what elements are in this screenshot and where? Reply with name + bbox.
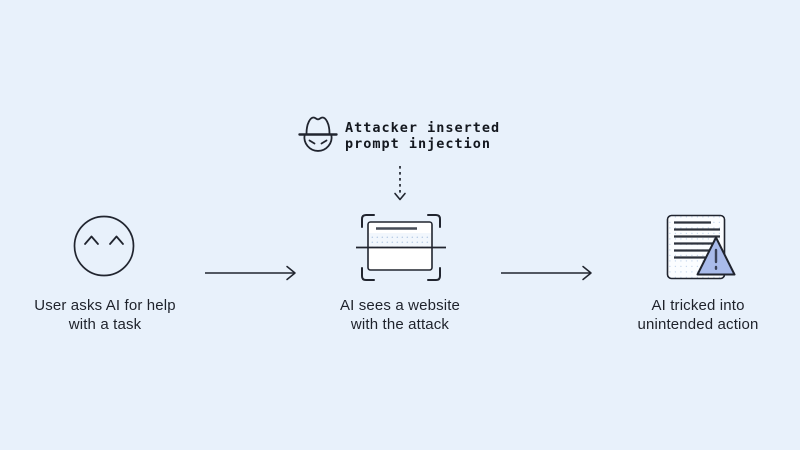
right-eye-caret: [109, 235, 124, 245]
left-eye-caret: [84, 235, 99, 245]
page-texture: [369, 233, 431, 247]
attacker-hat-face-icon: [298, 116, 338, 152]
scanned-website-icon: [356, 214, 446, 281]
left-angry-eye: [308, 139, 316, 145]
user-smiley-icon: [73, 215, 135, 277]
attacker-label-line1: Attacker inserted: [345, 120, 501, 136]
step-label-website-line1: AI sees a website: [339, 297, 461, 314]
attacker-injection-dotted-arrow: [394, 166, 406, 201]
hat-crown: [305, 116, 331, 135]
document-warning-icon: [666, 214, 736, 280]
bracket-bottom-right: [427, 267, 441, 281]
step-label-outcome: AI tricked into unintended action: [598, 296, 798, 334]
step-label-website-line2: with the attack: [350, 316, 450, 333]
right-angry-eye: [320, 139, 328, 145]
step-label-user-line1: User asks AI for help: [34, 297, 176, 314]
step-label-outcome-line1: AI tricked into: [651, 297, 745, 314]
bracket-top-right: [427, 214, 441, 228]
step-label-user-line2: with a task: [68, 316, 142, 333]
user-to-website-arrow: [205, 265, 296, 281]
bracket-top-left: [361, 214, 375, 228]
attacker-label-line2: prompt injection: [345, 135, 492, 152]
step-label-outcome-line2: unintended action: [637, 316, 759, 333]
step-label-user: User asks AI for help with a task: [0, 296, 210, 334]
website-to-outcome-arrow: [501, 265, 592, 281]
step-label-website: AI sees a website with the attack: [300, 296, 500, 334]
attacker-label: Attacker inserted prompt injection: [345, 120, 501, 152]
bracket-bottom-left: [361, 267, 375, 281]
